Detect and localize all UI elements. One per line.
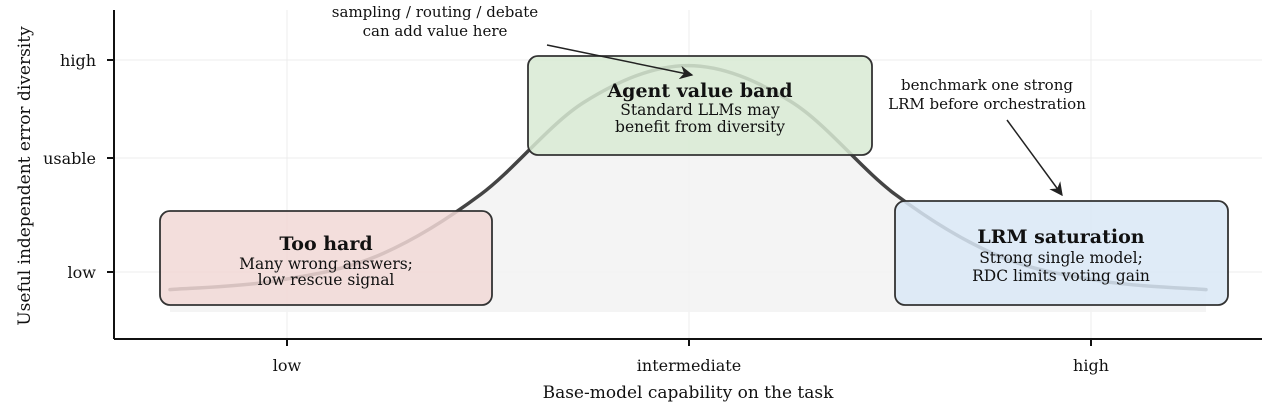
annotation-sampling-line-2: can add value here [363,22,508,40]
x-tick-label-high: high [1073,356,1109,375]
region-text-lrm-saturation-1: Strong single model; [979,249,1143,267]
x-tick-label-low: low [273,356,302,375]
y-axis-title: Useful independent error diversity [15,26,35,326]
annotation-sampling: sampling / routing / debate can add valu… [332,3,694,80]
axes [107,10,1262,346]
y-tick-label-low: low [68,263,97,282]
region-text-agent-value-band-2: benefit from diversity [615,118,785,136]
region-box-lrm-saturation [894,200,1229,306]
region-box-agent-value-band [527,55,873,156]
region-text-lrm-saturation-2: RDC limits voting gain [972,267,1150,285]
region-title-agent-value-band: Agent value band [606,80,792,102]
region-title-too-hard: Too hard [279,233,372,255]
y-tick-label-high: high [60,51,96,70]
x-axis-title: Base-model capability on the task [543,383,835,403]
region-text-too-hard-1: Many wrong answers; [239,255,413,273]
annotation-benchmark: benchmark one strong LRM before orchestr… [888,76,1086,197]
region-text-too-hard-2: low rescue signal [258,271,395,289]
region-too-hard: Too hard Many wrong answers; low rescue … [159,210,493,306]
region-lrm-saturation: LRM saturation Strong single model; RDC … [894,200,1229,306]
region-box-too-hard [159,210,493,306]
annotation-benchmark-line-2: LRM before orchestration [888,95,1086,113]
annotation-benchmark-arrow [1006,119,1063,197]
annotation-sampling-arrow [546,44,694,80]
x-tick-label-intermediate: intermediate [637,356,741,375]
annotation-sampling-line-1: sampling / routing / debate [332,3,539,21]
region-title-lrm-saturation: LRM saturation [977,226,1144,248]
y-tick-label-usable: usable [43,149,96,168]
annotation-benchmark-line-1: benchmark one strong [901,76,1073,94]
region-text-agent-value-band-1: Standard LLMs may [620,101,780,119]
region-agent-value-band: Agent value band Standard LLMs may benef… [527,55,873,156]
